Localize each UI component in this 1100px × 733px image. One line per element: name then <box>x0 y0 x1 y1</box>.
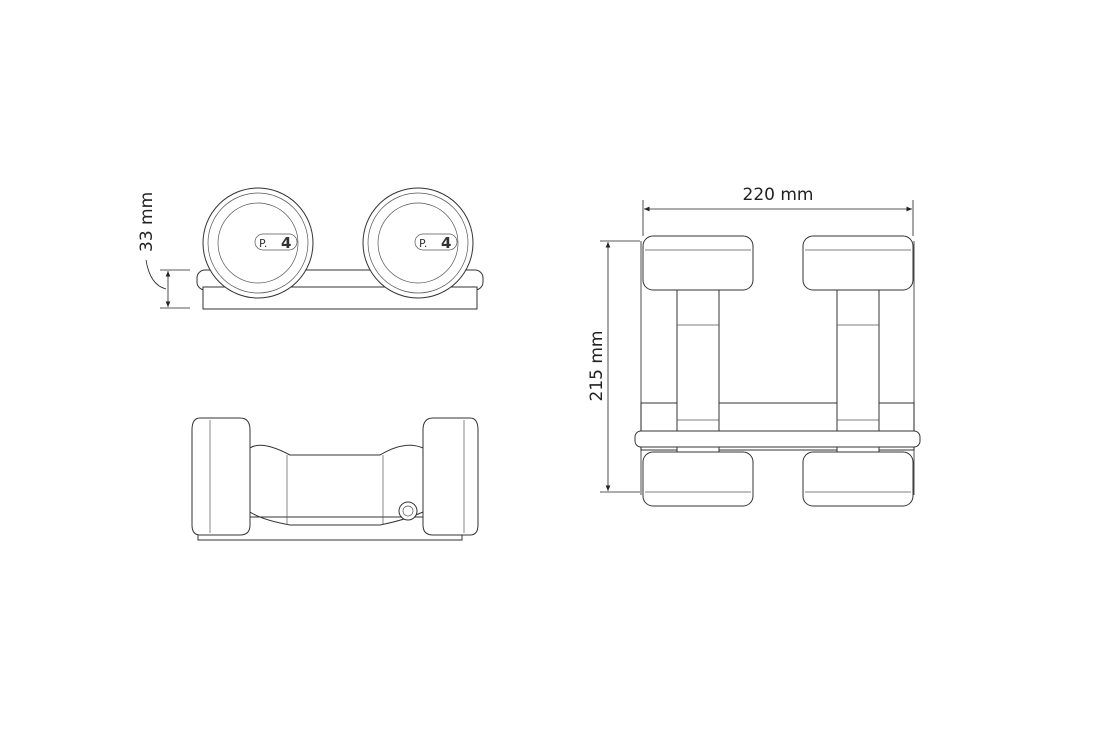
side-view <box>191 417 479 541</box>
logo-number: 4 <box>281 234 291 252</box>
depth-dimension-label: 215 mm <box>587 331 607 402</box>
side-handle <box>249 444 424 526</box>
logo-number: 4 <box>441 234 451 252</box>
logo-prefix: P. <box>259 237 267 250</box>
logo-badge <box>414 233 458 251</box>
front-plate-right: P. 4 <box>362 187 474 299</box>
side-plate-right <box>422 417 479 536</box>
depth-dimension: 215 mm <box>587 240 640 493</box>
width-dimension: 220 mm <box>642 185 914 236</box>
logo-prefix: P. <box>419 237 427 250</box>
top-dumbbell-right <box>802 235 914 507</box>
width-dimension-label: 220 mm <box>743 185 814 205</box>
top-view: 220 mm 215 mm <box>587 185 921 507</box>
height-dimension-label: 33 mm <box>137 192 157 252</box>
top-bar <box>634 430 921 448</box>
front-plate-left: P. 4 <box>202 187 314 299</box>
top-dumbbell-left <box>642 235 754 507</box>
handle <box>836 287 880 454</box>
height-dimension: 33 mm <box>137 192 190 309</box>
side-plate-left <box>191 417 251 536</box>
front-view: P. 4 P. 4 33 mm <box>137 187 484 310</box>
logo-badge <box>254 233 298 251</box>
handle <box>676 287 720 454</box>
side-bar-end <box>398 501 418 521</box>
